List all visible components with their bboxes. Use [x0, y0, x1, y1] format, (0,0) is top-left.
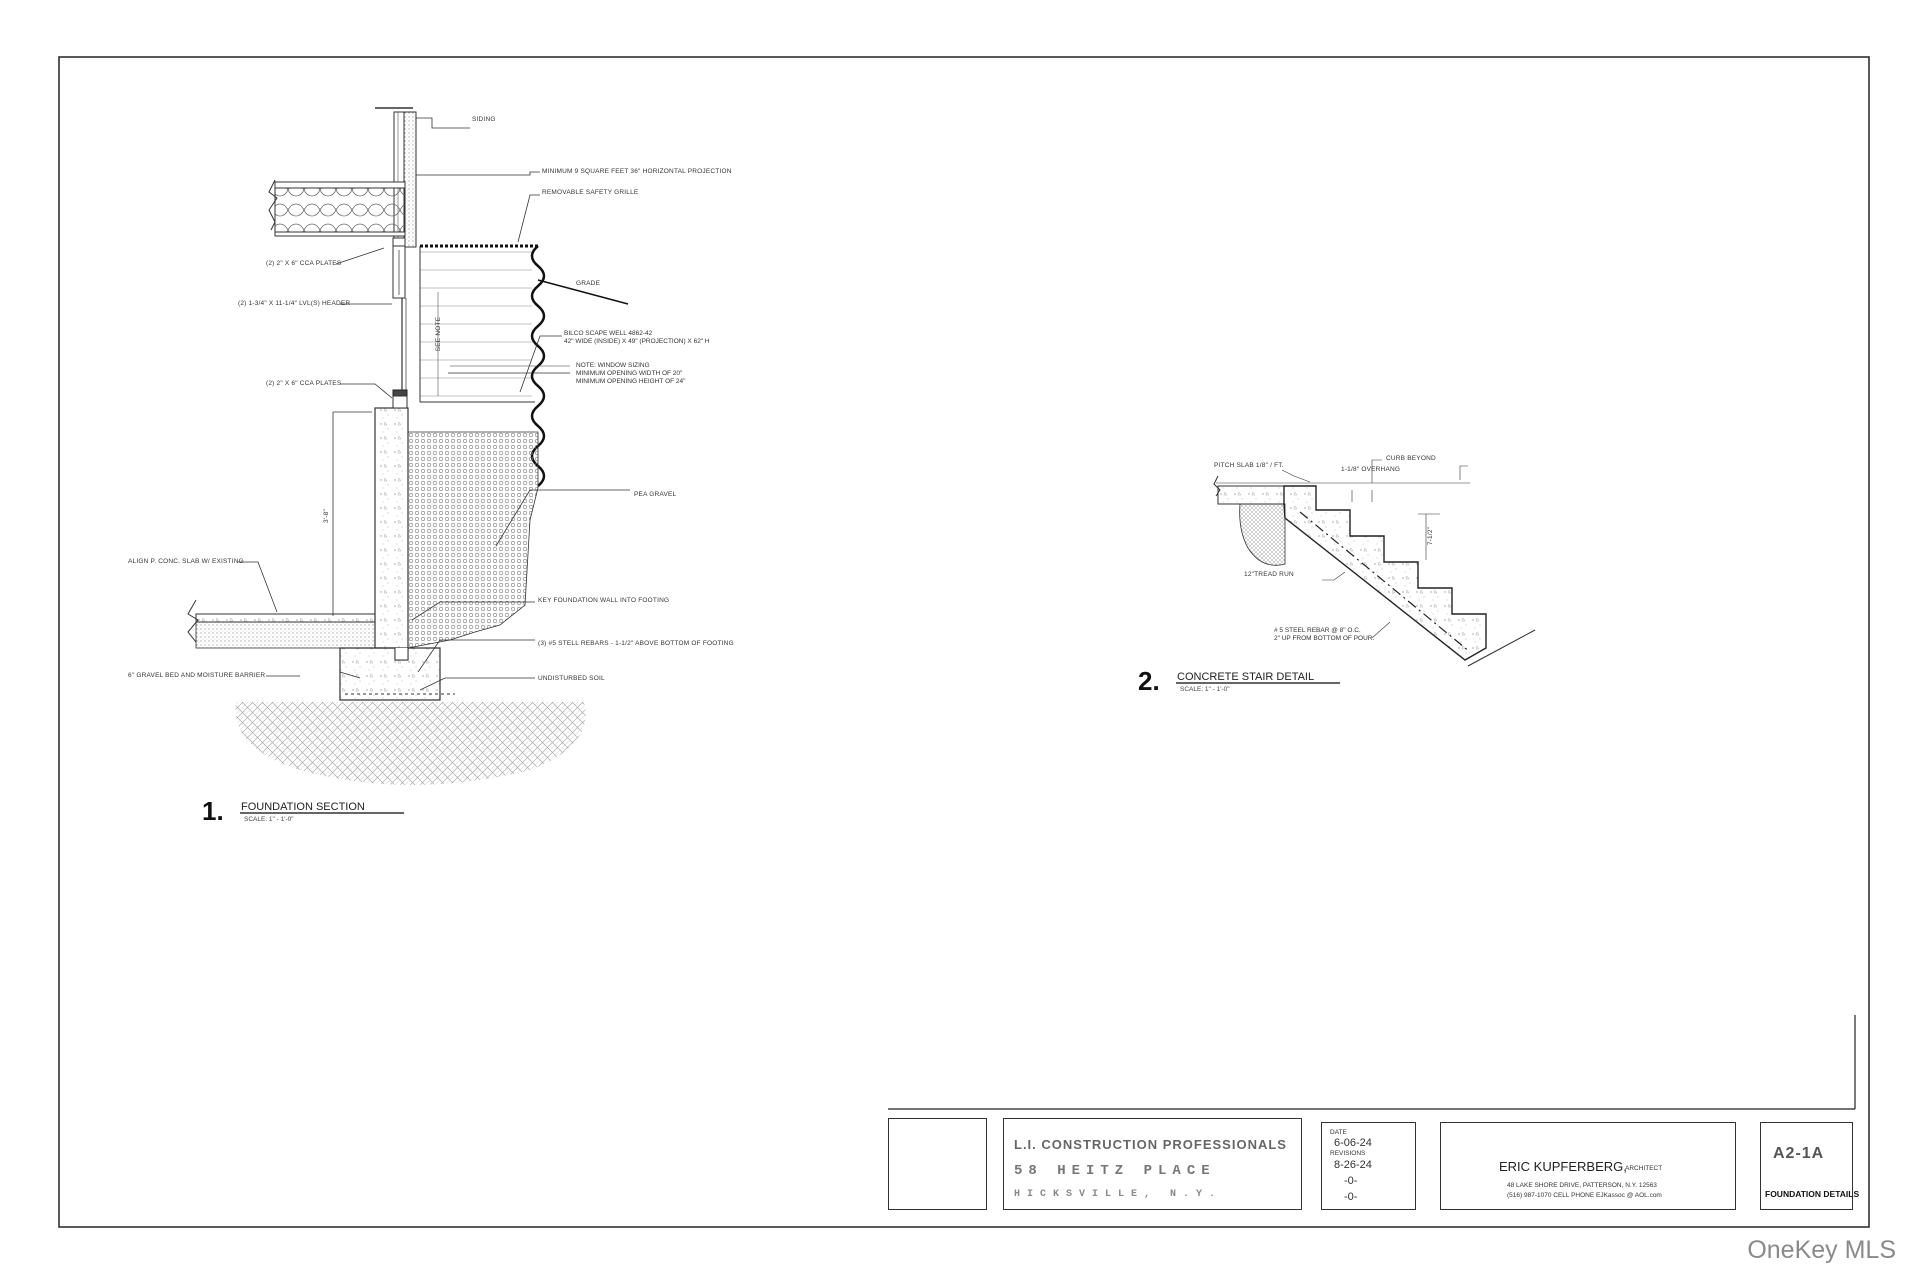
project-box: L.I. CONSTRUCTION PROFESSIONALS 58 HEITZ… — [1003, 1118, 1302, 1210]
company-name: L.I. CONSTRUCTION PROFESSIONALS — [1014, 1137, 1287, 1152]
date-value: 6-06-24 — [1334, 1137, 1372, 1149]
detail-2-title: CONCRETE STAIR DETAIL — [1177, 671, 1315, 683]
architect-address: 48 LAKE SHORE DRIVE, PATTERSON, N.Y. 125… — [1507, 1182, 1657, 1189]
label-curb-beyond: CURB BEYOND — [1386, 455, 1436, 462]
detail-1-scale: SCALE: 1" - 1'-0" — [244, 816, 294, 823]
concrete-stair-detail — [1176, 459, 1536, 684]
detail-1-title: FOUNDATION SECTION — [241, 801, 365, 813]
revisions-label: REVISIONS — [1330, 1150, 1366, 1157]
sheet-number: A2-1A — [1773, 1145, 1825, 1162]
dates-box: DATE 6-06-24 REVISIONS 8-26-24 -0- -0- — [1321, 1122, 1416, 1210]
label-bilco-well: BILCO SCAPE WELL 4862-42 42" WIDE (INSID… — [564, 330, 710, 345]
label-pea-gravel: PEA GRAVEL — [634, 491, 677, 498]
seal-box — [888, 1118, 987, 1210]
label-wall-height: 3'-8" — [322, 509, 330, 523]
foundation-section-detail — [187, 107, 630, 814]
label-lvl-header: (2) 1-3/4" X 11-1/4" LVL(S) HEADER — [238, 300, 351, 307]
label-undisturbed-soil: UNDISTURBED SOIL — [538, 675, 605, 682]
label-stair-rebar: # 5 STEEL REBAR @ 8" O.C. 2" UP FROM BOT… — [1274, 627, 1375, 642]
label-riser: 7-1/2" — [1427, 526, 1435, 546]
sheet-name: FOUNDATION DETAILS — [1765, 1189, 1860, 1199]
label-gravel-bed: 6" GRAVEL BED AND MOISTURE BARRIER — [128, 672, 266, 679]
label-rebars: (3) #5 STELL REBARS - 1-1/2" ABOVE BOTTO… — [538, 640, 734, 647]
detail-2-number: 2. — [1138, 666, 1160, 696]
label-cca-plates-bottom: (2) 2" X 6" CCA PLATES — [266, 380, 342, 387]
revision-2: -0- — [1344, 1175, 1358, 1187]
watermark: OneKey MLS — [1747, 1236, 1896, 1264]
label-egress-minimum: MINIMUM 9 SQUARE FEET 36" HORIZONTAL PRO… — [542, 168, 732, 175]
label-overhang: 1-1/8" OVERHANG — [1341, 466, 1401, 473]
label-safety-grille: REMOVABLE SAFETY GRILLE — [542, 189, 639, 196]
label-tread-run: 12"TREAD RUN — [1244, 571, 1294, 578]
detail-2-scale: SCALE: 1" - 1'-0" — [1180, 686, 1230, 693]
label-see-note: SEE NOTE — [435, 316, 443, 352]
project-address: 58 HEITZ PLACE — [1014, 1163, 1216, 1179]
revision-3: -0- — [1344, 1191, 1358, 1203]
label-key-foundation: KEY FOUNDATION WALL INTO FOOTING — [538, 597, 670, 604]
architect-box: ERIC KUPFERBERG, ARCHITECT 48 LAKE SHORE… — [1440, 1122, 1736, 1210]
label-pitch-slab: PITCH SLAB 1/8" / FT. — [1214, 462, 1284, 469]
label-grade: GRADE — [576, 280, 601, 287]
architect-name: ERIC KUPFERBERG, — [1499, 1159, 1627, 1174]
architect-title: ARCHITECT — [1625, 1165, 1663, 1172]
architect-contact: (516) 987-1070 CELL PHONE EJKassoc @ AOL… — [1507, 1192, 1662, 1199]
label-siding: SIDING — [472, 116, 496, 123]
revision-1: 8-26-24 — [1334, 1159, 1372, 1171]
date-label: DATE — [1330, 1129, 1347, 1136]
label-cca-plates-top: (2) 2" X 6" CCA PLATES — [266, 260, 342, 267]
project-city: HICKSVILLE, N.Y. — [1014, 1189, 1223, 1200]
label-window-note: NOTE: WINDOW SIZING MINIMUM OPENING WIDT… — [576, 362, 686, 385]
detail-1-number: 1. — [202, 796, 224, 826]
label-align-slab: ALIGN P. CONC. SLAB W/ EXISTING — [128, 558, 244, 565]
sheet-number-box: A2-1A FOUNDATION DETAILS — [1760, 1122, 1859, 1210]
